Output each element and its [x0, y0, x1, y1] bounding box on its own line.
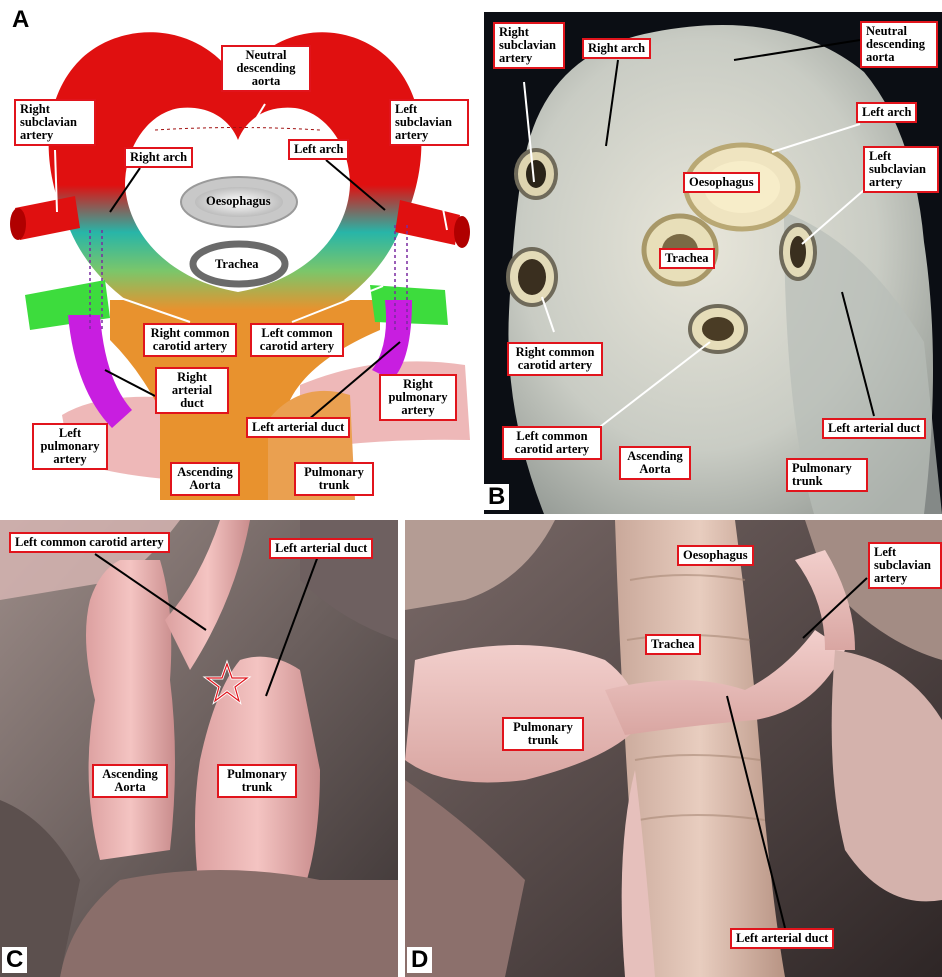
label-left-arch: Left arch [288, 139, 349, 160]
label-trachea: Trachea [659, 248, 715, 269]
label-ascending-aorta: Ascending Aorta [619, 446, 691, 480]
label-trachea: Trachea [645, 634, 701, 655]
label-neutral-descending-aorta: Neutral descending aorta [221, 45, 311, 92]
label-left-arch: Left arch [856, 102, 917, 123]
panel-d-letter: D [407, 947, 432, 973]
label-left-subclavian-artery: Left subclavian artery [868, 542, 942, 589]
panel-d-photo: Oesophagus Left subclavian artery Trache… [405, 520, 942, 977]
label-trachea: Trachea [211, 256, 263, 273]
label-left-subclavian-artery: Left subclavian artery [389, 99, 469, 146]
label-left-arterial-duct: Left arterial duct [269, 538, 373, 559]
panel-c-photo: Left common carotid artery Left arterial… [0, 520, 398, 977]
label-left-subclavian-artery: Left subclavian artery [863, 146, 939, 193]
label-right-arch: Right arch [124, 147, 193, 168]
panel-b-photo: Right subclavian artery Right arch Neutr… [484, 12, 942, 514]
label-left-arterial-duct: Left arterial duct [730, 928, 834, 949]
label-ascending-aorta: Ascending Aorta [170, 462, 240, 496]
panel-a-diagram: A Neutral descending aorta Right subclav… [0, 0, 478, 512]
label-left-common-carotid-artery: Left common carotid artery [502, 426, 602, 460]
ascending-aorta-vessel [86, 560, 175, 860]
left-subclavian-stub [395, 200, 460, 245]
label-pulmonary-trunk: Pulmonary trunk [294, 462, 374, 496]
panel-b-letter: B [484, 484, 509, 510]
label-right-common-carotid-artery: Right common carotid artery [143, 323, 237, 357]
label-left-common-carotid-artery: Left common carotid artery [250, 323, 344, 357]
label-right-common-carotid-artery: Right common carotid artery [507, 342, 603, 376]
panel-c-letter: C [2, 947, 27, 973]
label-ascending-aorta: Ascending Aorta [92, 764, 168, 798]
label-right-arch: Right arch [582, 38, 651, 59]
label-oesophagus: Oesophagus [683, 172, 760, 193]
label-oesophagus: Oesophagus [202, 193, 275, 210]
label-right-pulmonary-artery: Right pulmonary artery [379, 374, 457, 421]
label-left-common-carotid-artery: Left common carotid artery [9, 532, 170, 553]
label-pulmonary-trunk: Pulmonary trunk [502, 717, 584, 751]
label-neutral-descending-aorta: Neutral descending aorta [860, 21, 938, 68]
label-left-pulmonary-artery: Left pulmonary artery [32, 423, 108, 470]
panel-a-letter: A [12, 8, 29, 32]
label-right-arterial-duct: Right arterial duct [155, 367, 229, 414]
label-right-subclavian-artery: Right subclavian artery [493, 22, 565, 69]
label-left-arterial-duct: Left arterial duct [822, 418, 926, 439]
specimen-photo-d [405, 520, 942, 977]
label-left-arterial-duct: Left arterial duct [246, 417, 350, 438]
label-oesophagus: Oesophagus [677, 545, 754, 566]
specimen-photo-c [0, 520, 398, 977]
label-pulmonary-trunk: Pulmonary trunk [217, 764, 297, 798]
label-pulmonary-trunk: Pulmonary trunk [786, 458, 868, 492]
label-right-subclavian-artery: Right subclavian artery [14, 99, 96, 146]
